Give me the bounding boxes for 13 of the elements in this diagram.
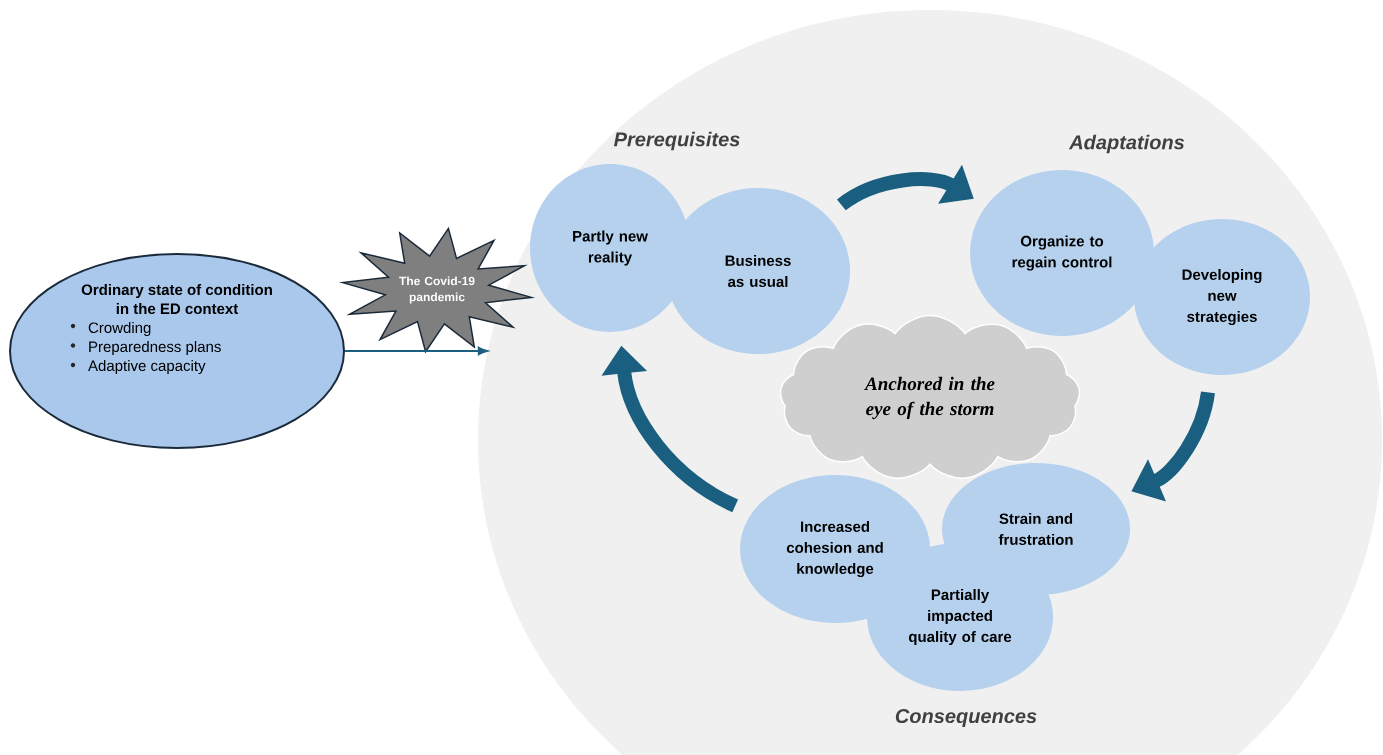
node-label: Organize to regain control (1012, 235, 1112, 271)
cloud: Anchored in the eye of the storm (779, 314, 1081, 480)
node-label: Developing new strategies (1182, 268, 1262, 326)
node-label: Business as usual (725, 255, 791, 288)
section-heading: Prerequisites (614, 131, 740, 151)
bubble: Organize to regain control (970, 170, 1154, 336)
section-heading: Adaptations (1068, 134, 1185, 154)
bubble: Partly new reality (530, 164, 690, 332)
arrow (344, 346, 488, 356)
node-label: Partly new reality (573, 230, 648, 266)
bubble: Business as usual (666, 188, 850, 354)
node-label: Strain and frustration (998, 513, 1073, 546)
bubble: Developing new strategies (1134, 219, 1310, 375)
